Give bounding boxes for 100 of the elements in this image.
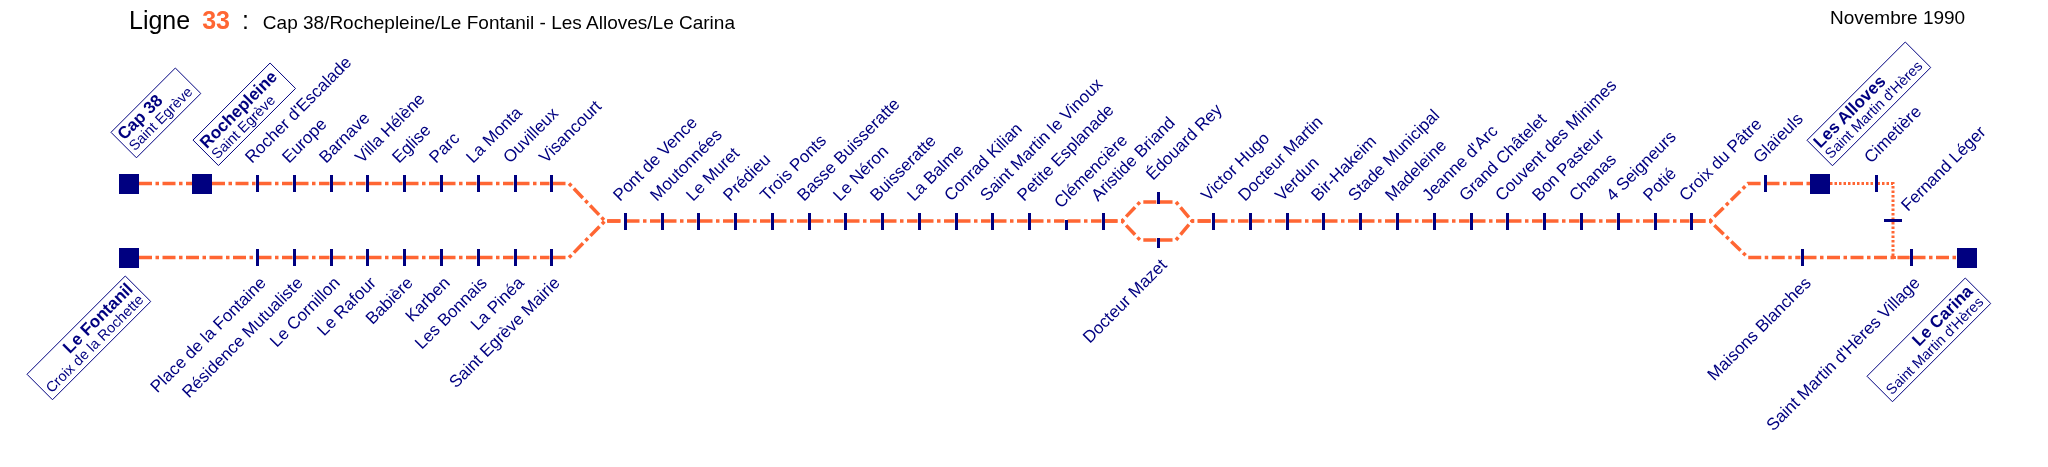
route-line bbox=[1877, 182, 1895, 219]
station-tick bbox=[365, 249, 369, 267]
route-line bbox=[1656, 219, 1690, 223]
station-tick bbox=[623, 212, 627, 230]
station-tick bbox=[476, 175, 480, 192]
route-line bbox=[846, 219, 881, 223]
station-tick bbox=[1763, 175, 1767, 192]
station-tick bbox=[733, 212, 737, 230]
route-line bbox=[626, 219, 661, 223]
station-tick bbox=[807, 212, 811, 230]
route-line bbox=[332, 181, 366, 186]
station-tick bbox=[990, 212, 994, 230]
route-line bbox=[1582, 219, 1617, 223]
route-line bbox=[258, 255, 293, 260]
station-tick bbox=[365, 175, 369, 192]
route-line bbox=[1159, 219, 1212, 242]
terminus-box bbox=[110, 68, 201, 158]
route-line bbox=[1214, 219, 1249, 223]
route-line bbox=[1398, 219, 1433, 223]
route-line bbox=[442, 181, 477, 186]
station-tick bbox=[1505, 212, 1509, 230]
route-line bbox=[405, 255, 440, 260]
station-tick bbox=[1321, 212, 1325, 230]
station-tick bbox=[292, 175, 296, 192]
route-line bbox=[736, 219, 771, 223]
route-line bbox=[516, 255, 550, 260]
route-line bbox=[1508, 219, 1543, 223]
station-tick bbox=[1874, 175, 1878, 192]
station-tick bbox=[292, 249, 296, 267]
route-line bbox=[663, 219, 697, 223]
route-line bbox=[1619, 219, 1654, 223]
route-line bbox=[883, 219, 918, 223]
route-line bbox=[368, 181, 403, 186]
route-line bbox=[1545, 219, 1580, 223]
route-line bbox=[1435, 219, 1470, 223]
route-line bbox=[295, 181, 330, 186]
route-line bbox=[442, 255, 477, 260]
route-line bbox=[699, 219, 734, 223]
station-tick bbox=[1064, 220, 1068, 230]
station-tick bbox=[1800, 249, 1804, 267]
route-line bbox=[1361, 219, 1396, 223]
station-tick bbox=[329, 175, 333, 192]
route-line bbox=[405, 181, 440, 186]
route-line bbox=[1104, 219, 1157, 242]
route-line bbox=[552, 219, 624, 260]
station-tick bbox=[1248, 212, 1252, 230]
station-tick bbox=[1358, 212, 1362, 230]
route-line bbox=[1030, 219, 1065, 223]
station-tick bbox=[1285, 212, 1289, 230]
route-line bbox=[1692, 219, 1801, 260]
route-line bbox=[1803, 255, 1910, 260]
date-label: Novembre 1990 bbox=[1830, 8, 1966, 27]
station-tick bbox=[402, 249, 406, 267]
route-line bbox=[957, 219, 991, 223]
station-tick bbox=[917, 212, 921, 230]
route-line bbox=[1251, 219, 1286, 223]
route-line bbox=[479, 255, 514, 260]
route-line bbox=[1830, 182, 1875, 185]
station-tick bbox=[549, 175, 553, 192]
station-tick bbox=[1211, 212, 1215, 230]
station-tick bbox=[1156, 238, 1160, 248]
route-line bbox=[773, 219, 808, 223]
station-tick bbox=[1689, 212, 1693, 230]
station-tick bbox=[1432, 212, 1436, 230]
station-tick bbox=[1156, 192, 1160, 204]
route-line bbox=[479, 181, 514, 186]
route-line bbox=[212, 181, 256, 186]
route-line bbox=[139, 181, 192, 186]
terminus-square bbox=[1810, 173, 1830, 194]
route-line bbox=[516, 181, 550, 186]
station-tick bbox=[329, 249, 333, 267]
route-line bbox=[258, 181, 293, 186]
station-tick bbox=[439, 249, 443, 267]
station-tick bbox=[1653, 212, 1657, 230]
route-line bbox=[1472, 219, 1506, 223]
route-line bbox=[1288, 219, 1322, 223]
station-tick bbox=[1884, 219, 1902, 222]
terminus-square bbox=[119, 173, 139, 194]
route-description: Cap 38/Rochepleine/Le Fontanil - Les Alloves/Le Carina bbox=[262, 13, 735, 32]
route-line bbox=[139, 255, 256, 260]
terminus-square bbox=[192, 173, 212, 194]
route-line bbox=[1912, 255, 1957, 260]
station-tick bbox=[1101, 212, 1105, 230]
route-line bbox=[1067, 219, 1102, 223]
route-line bbox=[810, 219, 844, 223]
station-tick bbox=[476, 249, 480, 267]
route-line bbox=[993, 219, 1028, 223]
station-tick bbox=[770, 212, 774, 230]
station-tick bbox=[696, 212, 700, 230]
station-tick bbox=[880, 212, 884, 230]
route-line bbox=[295, 255, 330, 260]
terminus-square bbox=[119, 247, 139, 268]
station-tick bbox=[439, 175, 443, 192]
station-tick bbox=[513, 175, 517, 192]
route-line bbox=[332, 255, 366, 260]
line-title: Ligne 33 : bbox=[129, 8, 249, 33]
station-tick bbox=[954, 212, 958, 230]
station-tick bbox=[1469, 212, 1473, 230]
station-tick bbox=[402, 175, 406, 192]
station-tick bbox=[1616, 212, 1620, 230]
